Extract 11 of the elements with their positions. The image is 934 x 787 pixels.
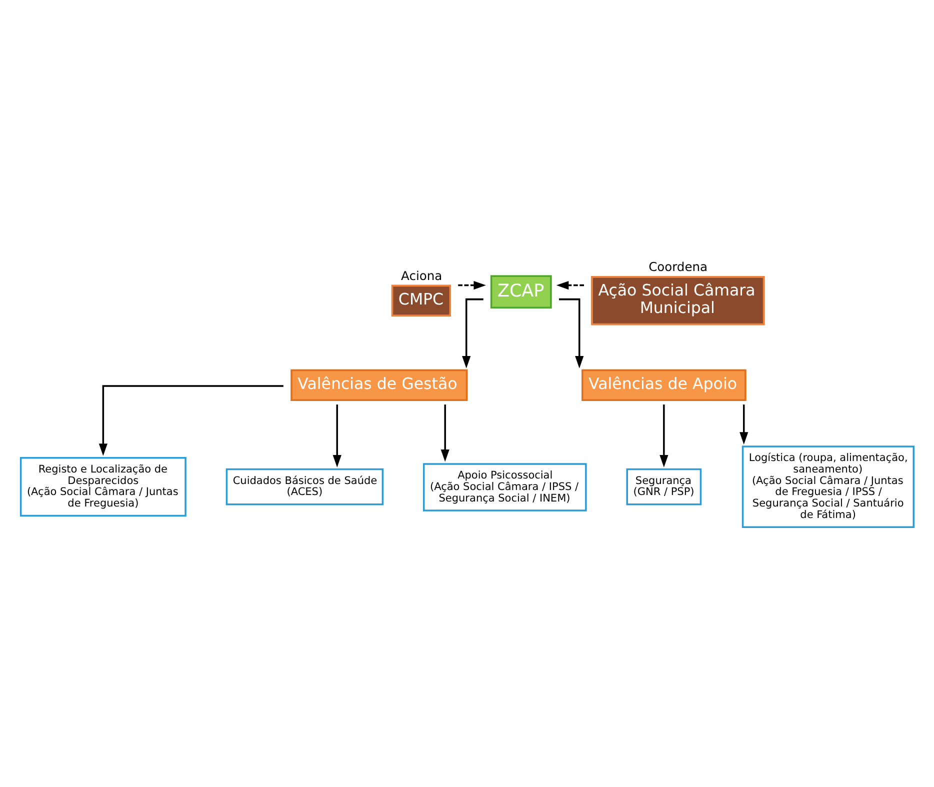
arrow [458,281,486,290]
arrow [559,298,584,368]
arrow [462,298,484,368]
arrow [332,404,342,468]
node-label: Aciona [401,268,442,283]
arrow [556,281,584,290]
arrow [98,385,284,456]
arrow [660,404,668,468]
node-label: Coordena [648,260,708,274]
arrow [440,404,450,462]
arrow [740,404,748,444]
